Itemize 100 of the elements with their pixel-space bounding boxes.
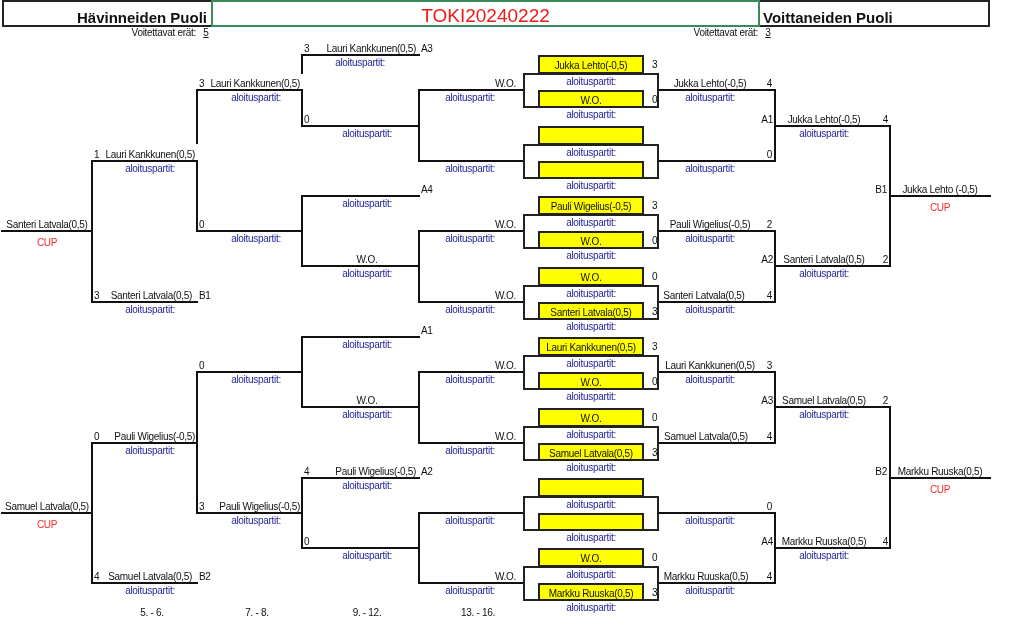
player-name: Lauri Kankkunen(0,5) (105, 149, 195, 161)
status-text: aloituspartit: (125, 585, 175, 597)
walkover-text: W.O. (494, 571, 516, 583)
status-text: aloituspartit: (566, 358, 616, 370)
score-number: 4 (766, 571, 772, 583)
slot-code: B1 (875, 184, 887, 196)
player-box (538, 478, 644, 497)
walkover-text: W.O. (356, 254, 378, 266)
status-text: aloituspartit: (566, 288, 616, 300)
score-number: 1 (94, 149, 100, 161)
status-text: aloituspartit: (685, 233, 735, 245)
score-number: 3 (94, 290, 100, 302)
score-number: 3 (766, 360, 772, 372)
player-box (538, 126, 644, 145)
status-text: aloituspartit: (231, 374, 281, 386)
slot-code: A2 (761, 254, 773, 266)
score-number: 4 (94, 571, 100, 583)
status-text: aloituspartit: (231, 92, 281, 104)
score-number: 3 (304, 43, 310, 55)
player-box: W.O. (538, 231, 644, 249)
status-text: aloituspartit: (566, 602, 616, 614)
status-text: aloituspartit: (799, 550, 849, 562)
score-number: 0 (304, 114, 310, 126)
placement-range: 9. - 12. (352, 607, 382, 619)
score-number: 3 (765, 27, 771, 39)
score-number: 0 (304, 536, 310, 548)
score-number: 0 (199, 219, 205, 231)
player-name: Jukka Lehto (-0,5) (902, 184, 978, 196)
status-text: aloituspartit: (125, 304, 175, 316)
player-name: Pauli Wigelius(-0,5) (335, 466, 416, 478)
status-text: aloituspartit: (342, 339, 392, 351)
walkover-text: W.O. (494, 219, 516, 231)
status-text: aloituspartit: (566, 217, 616, 229)
slot-code: B2 (875, 466, 887, 478)
status-text: aloituspartit: (799, 128, 849, 140)
slot-code: A4 (761, 536, 773, 548)
slot-code: A2 (421, 466, 433, 478)
score-number: 0 (652, 94, 658, 106)
player-name: Santeri Latvala(0,5) (110, 290, 192, 302)
status-text: aloituspartit: (799, 268, 849, 280)
player-name: Santeri Latvala(0,5) (663, 290, 745, 302)
score-number: 0 (199, 360, 205, 372)
placement-range: 13. - 16. (461, 607, 495, 619)
caption-text: Voitettavat erät: (693, 27, 758, 39)
caption-text: Voitettavat erät: (131, 27, 196, 39)
player-box (538, 513, 644, 531)
score-number: 4 (766, 290, 772, 302)
player-name: Samuel Latvala(0,5) (782, 395, 866, 407)
player-box: Pauli Wigelius(-0,5) (538, 196, 644, 215)
status-text: aloituspartit: (685, 304, 735, 316)
player-name: Santeri Latvala(0,5) (783, 254, 865, 266)
status-text: aloituspartit: (445, 585, 495, 597)
section-header: Voittaneiden Puoli (760, 0, 990, 27)
player-box: Markku Ruuska(0,5) (538, 583, 644, 601)
cup-label: CUP (36, 519, 58, 531)
score-number: 0 (652, 235, 658, 247)
match-box (523, 144, 659, 179)
player-name: Samuel Latvala(0,5) (664, 431, 748, 443)
status-text: aloituspartit: (566, 391, 616, 403)
status-text: aloituspartit: (231, 515, 281, 527)
status-text: aloituspartit: (566, 462, 616, 474)
cup-label: CUP (929, 202, 951, 214)
player-name: Jukka Lehto(-0,5) (787, 114, 861, 126)
player-box: W.O. (538, 372, 644, 390)
status-text: aloituspartit: (566, 429, 616, 441)
status-text: aloituspartit: (566, 147, 616, 159)
match-box (523, 426, 659, 461)
score-number: 5 (203, 27, 209, 39)
player-box: W.O. (538, 548, 644, 567)
walkover-text: W.O. (356, 395, 378, 407)
player-name: Samuel Latvala(0,5) (5, 501, 89, 513)
player-name: Pauli Wigelius(-0,5) (669, 219, 751, 231)
match-box (523, 285, 659, 320)
score-number: 4 (304, 466, 310, 478)
player-box: Samuel Latvala(0,5) (538, 443, 644, 461)
score-number: 3 (652, 200, 658, 212)
walkover-text: W.O. (494, 431, 516, 443)
score-number: 3 (652, 341, 658, 353)
score-number: 3 (652, 306, 658, 318)
status-text: aloituspartit: (445, 304, 495, 316)
player-name: Lauri Kankkunen(0,5) (210, 78, 300, 90)
player-box: Santeri Latvala(0,5) (538, 302, 644, 320)
score-number: 0 (652, 271, 658, 283)
score-number: 4 (766, 431, 772, 443)
status-text: aloituspartit: (566, 532, 616, 544)
player-name: Santeri Latvala(0,5) (6, 219, 88, 231)
player-box: Lauri Kankkunen(0,5) (538, 337, 644, 356)
score-number: 4 (766, 78, 772, 90)
score-number: 2 (882, 254, 888, 266)
status-text: aloituspartit: (445, 92, 495, 104)
player-box: W.O. (538, 267, 644, 286)
status-text: aloituspartit: (445, 374, 495, 386)
score-number: 4 (882, 114, 888, 126)
cup-label: CUP (36, 237, 58, 249)
score-number: 3 (652, 447, 658, 459)
match-box (523, 73, 659, 108)
slot-code: A4 (421, 184, 433, 196)
score-number: 3 (652, 59, 658, 71)
status-text: aloituspartit: (342, 268, 392, 280)
match-box (523, 355, 659, 390)
